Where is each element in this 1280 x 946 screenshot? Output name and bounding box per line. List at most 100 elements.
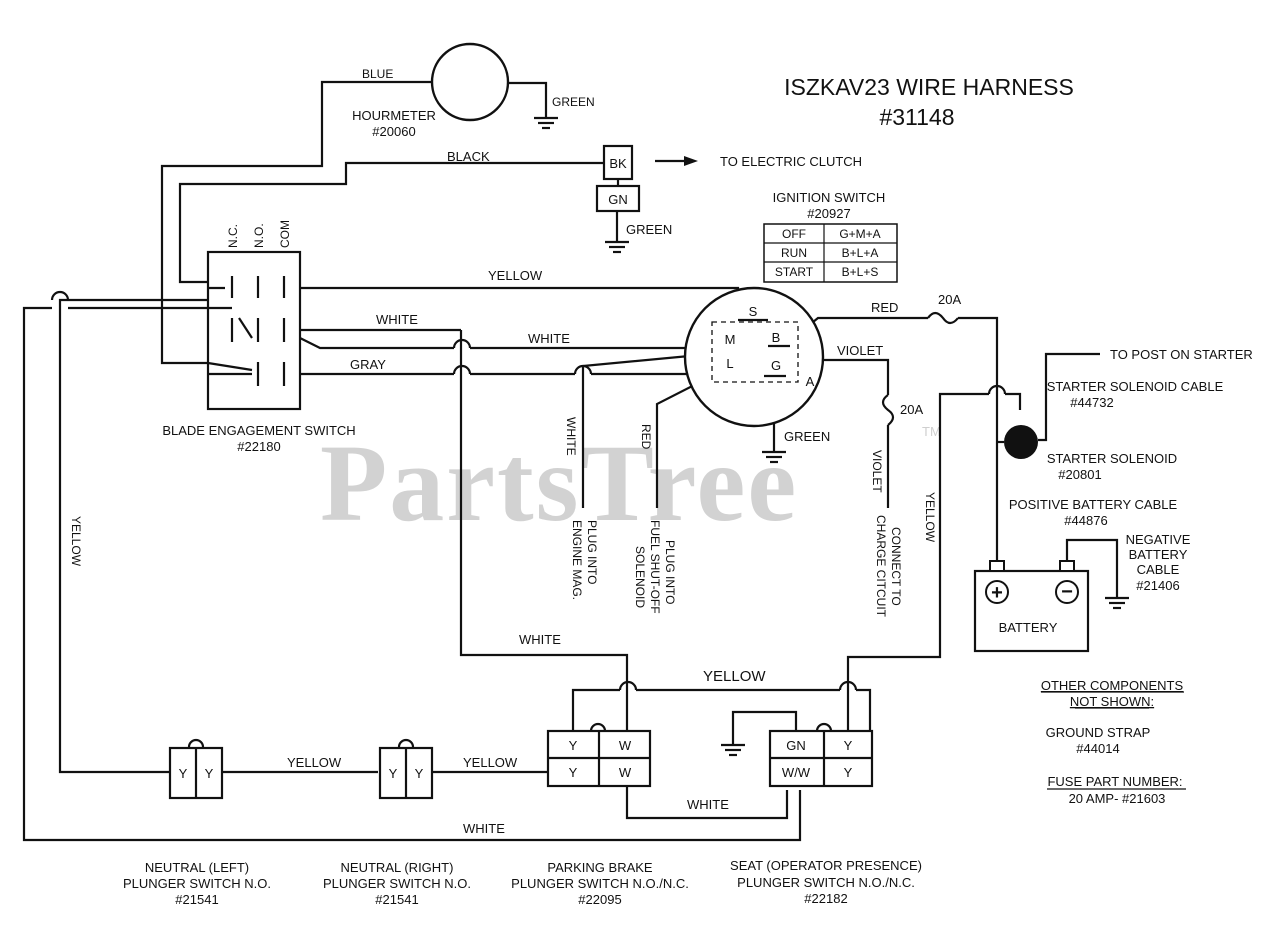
blade-col-com: COM [278, 220, 292, 248]
wire-yellow-right [846, 392, 989, 680]
label-white-pb-seat: WHITE [687, 797, 729, 812]
plug-engine-1: PLUG INTO [585, 520, 599, 584]
hourmeter: BLUE GREEN HOURMETER #20060 [352, 42, 595, 139]
clutch-wire-label: BLACK [447, 149, 490, 164]
wire-blue-hourmeter [160, 80, 432, 365]
ignition-row-run: RUN [781, 246, 807, 260]
clutch-destination: TO ELECTRIC CLUTCH [720, 154, 862, 169]
wire-yellow-left [58, 298, 208, 774]
ignition-switch: IGNITION SWITCH #20927 OFF G+M+A RUN B+L… [683, 190, 898, 444]
switch-pin: W [619, 765, 632, 780]
switch-label-1: NEUTRAL (LEFT) [145, 860, 249, 875]
battery: + − BATTERY [973, 560, 1090, 653]
switch-label-1: NEUTRAL (RIGHT) [341, 860, 454, 875]
starter-battery: TO POST ON STARTER STARTER SOLENOID CABL… [973, 347, 1253, 653]
neg-cable-line2: BATTERY [1129, 547, 1188, 562]
switch-label-2: PLUNGER SWITCH N.O./N.C. [737, 875, 915, 890]
fuse-value: 20 AMP- #21603 [1069, 791, 1166, 806]
switch-label-3: #22182 [804, 891, 847, 906]
wire-battery-negative [1065, 538, 1119, 598]
hop-arc-8 [589, 722, 607, 732]
switch-label-2: PLUNGER SWITCH N.O. [123, 876, 271, 891]
terminal-m: M [725, 332, 736, 347]
watermark-tm: TM [922, 424, 941, 439]
switch-label-3: #21541 [175, 892, 218, 907]
label-fuse-b: 20A [938, 292, 961, 307]
wire-labels: YELLOW WHITE WHITE GRAY RED 20A VIOLET 2… [69, 268, 961, 836]
switch-pin: Y [569, 765, 578, 780]
terminal-l: L [726, 356, 733, 371]
ground-icon [534, 116, 558, 130]
ignition-part: #20927 [807, 206, 850, 221]
label-yellow-sp: YELLOW [463, 755, 518, 770]
pos-cable-name: POSITIVE BATTERY CABLE [1009, 497, 1178, 512]
ignition-ground-label: GREEN [784, 429, 830, 444]
switch-pin: Y [389, 766, 398, 781]
label-yellow-pb-seat: YELLOW [703, 668, 766, 685]
neg-cable-line3: CABLE [1137, 562, 1180, 577]
switch-pin: Y [205, 766, 214, 781]
switch-pin: W [619, 738, 632, 753]
terminal-a: A [806, 374, 815, 389]
wire-white-blade-diag [299, 337, 454, 350]
ground-symbols [534, 116, 1129, 757]
label-red-vertical: RED [639, 424, 653, 450]
neg-cable-line1: NEGATIVE [1126, 532, 1191, 547]
label-white-lower: WHITE [519, 632, 561, 647]
switch-pin: GN [786, 738, 806, 753]
hourmeter-wire-label: BLUE [362, 67, 393, 81]
terminal-s: S [749, 304, 758, 319]
switch-label-3: #21541 [375, 892, 418, 907]
label-white-vertical: WHITE [564, 417, 578, 456]
switch-pin: Y [844, 738, 853, 753]
wire-white-pb-seat [625, 786, 789, 820]
clutch-pin-gn: GN [608, 192, 628, 207]
hop-arc-11 [397, 738, 415, 748]
plunger-switch-parking-brake: Y W Y W PARKING BRAKE PLUNGER SWITCH N.O… [511, 729, 689, 907]
ground-strap-part: #44014 [1076, 741, 1119, 756]
wire-starter-post [1038, 352, 1100, 442]
clutch-arrow-head [684, 156, 698, 166]
battery-label: BATTERY [999, 620, 1058, 635]
switch-label-2: PLUNGER SWITCH N.O. [323, 876, 471, 891]
starter-solenoid-name: STARTER SOLENOID [1047, 451, 1177, 466]
starter-cable-part: #44732 [1070, 395, 1113, 410]
plug-fuel-1: PLUG INTO [663, 540, 677, 604]
wire-white-left [22, 306, 802, 842]
wire-white-vertical [459, 330, 629, 736]
other-head2: NOT SHOWN: [1070, 694, 1154, 709]
switch-label-1: SEAT (OPERATOR PRESENCE) [730, 858, 922, 873]
ground-icon [605, 240, 629, 254]
hop-arc-10 [187, 738, 205, 748]
label-fuse-violet: 20A [900, 402, 923, 417]
label-white-2: WHITE [528, 331, 570, 346]
wire-yellow-ignition-s [300, 286, 740, 310]
label-yellow-left-vertical: YELLOW [69, 516, 83, 567]
plug-fuel-2: FUEL SHUT-OFF [648, 520, 662, 614]
terminal-g: G [771, 358, 781, 373]
starter-cable-name: STARTER SOLENOID CABLE [1047, 379, 1224, 394]
hop-arc-4 [987, 384, 1007, 395]
wire-seat-ground [731, 710, 798, 745]
plug-labels: PLUG INTO ENGINE MAG. PLUG INTO FUEL SHU… [570, 515, 903, 618]
ground-icon [721, 743, 745, 757]
hop-arc-9 [815, 722, 833, 732]
hop-arc-5 [50, 290, 70, 301]
battery-minus-sign: − [1061, 581, 1073, 603]
hourmeter-name: HOURMETER [352, 108, 436, 123]
fuse-violet [881, 394, 895, 426]
hourmeter-ground-label: GREEN [552, 95, 595, 109]
ignition-table: OFF G+M+A RUN B+L+A START B+L+S [763, 223, 898, 283]
ground-icon [762, 450, 786, 464]
plunger-switch-seat: GN Y W/W Y SEAT (OPERATOR PRESENCE) PLUN… [730, 729, 922, 906]
neg-cable-line4: #21406 [1136, 578, 1179, 593]
blade-switch-name: BLADE ENGAGEMENT SWITCH [162, 423, 355, 438]
label-violet: VIOLET [837, 343, 883, 358]
wires [22, 80, 1119, 842]
label-yellow-right-vertical: YELLOW [923, 492, 937, 543]
label-white-bottom: WHITE [463, 821, 505, 836]
switch-pin: Y [844, 765, 853, 780]
battery-negative-terminal-icon [1055, 580, 1079, 604]
watermark: PartsTree [320, 422, 798, 544]
